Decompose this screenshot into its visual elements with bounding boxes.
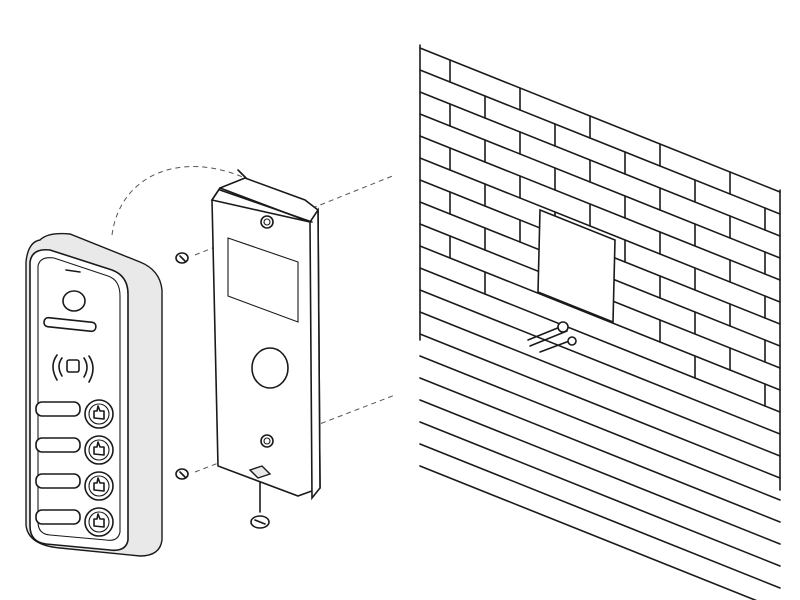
wall-line [419, 465, 758, 600]
name-label-slot [35, 401, 81, 417]
bell-hand-icon [93, 405, 105, 420]
wall-line [419, 157, 781, 303]
wall-line [419, 421, 781, 567]
call-button[interactable] [84, 399, 114, 429]
bell-hand-icon [93, 513, 105, 528]
wall-line [419, 355, 781, 501]
wall-line [419, 311, 781, 457]
plate-window [227, 237, 299, 323]
wall-line [419, 69, 781, 215]
wall-anchor-icon [527, 321, 577, 353]
wall-line [419, 443, 781, 589]
wall-line [419, 333, 781, 479]
call-button[interactable] [84, 507, 114, 537]
wall-line [419, 113, 781, 259]
name-label-slot [35, 437, 81, 453]
brick-wall [419, 44, 781, 600]
rotation-arc [111, 166, 246, 236]
call-button[interactable] [84, 435, 114, 465]
bottom-screw-icon [250, 481, 270, 529]
speaker-grille [43, 316, 97, 333]
call-button[interactable] [84, 471, 114, 501]
wall-line [419, 135, 781, 281]
wall-line [419, 267, 781, 413]
bell-hand-icon [93, 441, 105, 456]
plate-hole [251, 347, 289, 389]
intercom-call-panel [25, 232, 163, 557]
rfid-icon [52, 354, 94, 383]
name-label-slot [35, 473, 81, 489]
bottom-tab [248, 465, 272, 479]
wall-line [419, 289, 781, 435]
screw-icon [175, 468, 189, 480]
bell-hand-icon [93, 477, 105, 492]
wall-cutout [537, 208, 616, 324]
screw-icon [175, 252, 189, 264]
camera-icon [62, 290, 86, 312]
wall-line [419, 47, 781, 193]
mounting-plate [210, 177, 321, 501]
name-label-slot [35, 509, 81, 525]
wall-line [419, 399, 781, 545]
wall-line [419, 377, 781, 523]
wall-line [419, 245, 781, 391]
wall-line [419, 91, 781, 237]
